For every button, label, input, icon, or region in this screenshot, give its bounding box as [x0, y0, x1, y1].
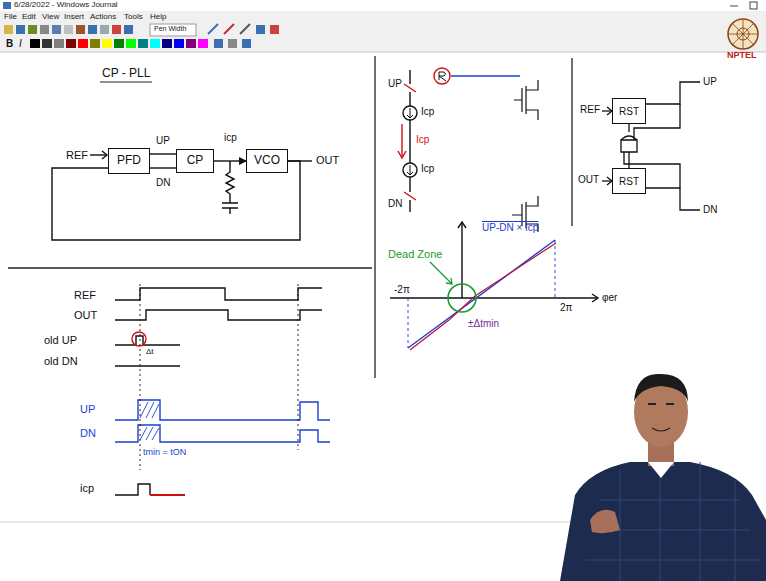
charge-pump-block: CP — [176, 149, 214, 173]
connector-label: icp — [223, 132, 238, 143]
presenter-figure — [560, 374, 766, 581]
tick-label: -2π — [394, 284, 410, 296]
signal-label: UP — [80, 403, 95, 416]
signal-label: REF — [580, 104, 600, 116]
axis-label: φer — [602, 292, 617, 304]
delay-annotation: Δt — [146, 347, 154, 356]
annotation-note: ±Δtmin — [468, 318, 499, 330]
node-text: VCO — [254, 154, 280, 167]
connector-label: DN — [155, 177, 171, 188]
menu-item: File — [4, 12, 17, 21]
axis-label: UP-DN × Icp — [482, 222, 538, 234]
current-label: Icp — [416, 134, 429, 146]
signal-label: old UP — [44, 334, 77, 347]
logo-text: NPTEL — [727, 50, 757, 60]
node-text: PFD — [117, 154, 141, 167]
signal-label: OUT — [316, 154, 339, 167]
block-diagram-wires — [90, 151, 312, 214]
divider-line — [374, 56, 375, 378]
connector-label: UP — [155, 135, 171, 146]
signal-connector — [150, 167, 176, 168]
switch-label: UP — [388, 78, 402, 90]
pfd-schematic-wires — [602, 82, 700, 210]
window-title: 6/28/2022 - Windows Journal — [14, 0, 118, 9]
menu-item: Insert — [64, 12, 84, 21]
toolbar-icons — [4, 24, 279, 48]
pulse-width-note: tmin = tON — [143, 447, 186, 457]
pfd-block: PFD — [108, 148, 150, 174]
annotation-note: Dead Zone — [388, 248, 442, 261]
menu-item: Actions — [90, 12, 116, 21]
flip-flop-box: RST — [612, 98, 646, 124]
flip-flop-box: RST — [612, 168, 646, 194]
menu-item: Help — [150, 12, 166, 21]
signal-label: OUT — [74, 309, 97, 322]
menu-item: Tools — [124, 12, 143, 21]
current-label: Icp — [421, 163, 434, 175]
menu-item: View — [42, 12, 59, 21]
signal-label: icp — [80, 482, 94, 495]
tick-label: 2π — [560, 302, 572, 314]
signal-label: DN — [703, 204, 717, 216]
toolbar-ground — [0, 0, 766, 52]
current-label: Icp — [421, 106, 434, 118]
vco-block: VCO — [246, 149, 288, 173]
timing-waveforms — [115, 284, 330, 495]
signal-label: UP — [703, 76, 717, 88]
signal-connector — [150, 153, 176, 154]
menu-item: Edit — [22, 12, 36, 21]
signal-label: DN — [80, 427, 96, 440]
charge-pump-circuit — [398, 68, 538, 232]
switch-label: DN — [388, 198, 402, 210]
italic-button: I — [19, 38, 22, 50]
signal-label: old DN — [44, 355, 78, 368]
node-text: RST — [619, 106, 639, 117]
bold-button: B — [6, 38, 13, 50]
signal-label: OUT — [578, 174, 599, 186]
nptel-logo — [728, 19, 758, 49]
signal-label: REF — [74, 289, 96, 302]
node-text: CP — [187, 154, 204, 167]
pfd-cp-characteristic — [390, 222, 598, 350]
signal-label: REF — [66, 149, 88, 162]
node-text: RST — [619, 176, 639, 187]
pen-width-menu: Pen Width — [154, 25, 186, 33]
page-title: CP - PLL — [102, 67, 150, 81]
signal-connector — [214, 160, 246, 161]
